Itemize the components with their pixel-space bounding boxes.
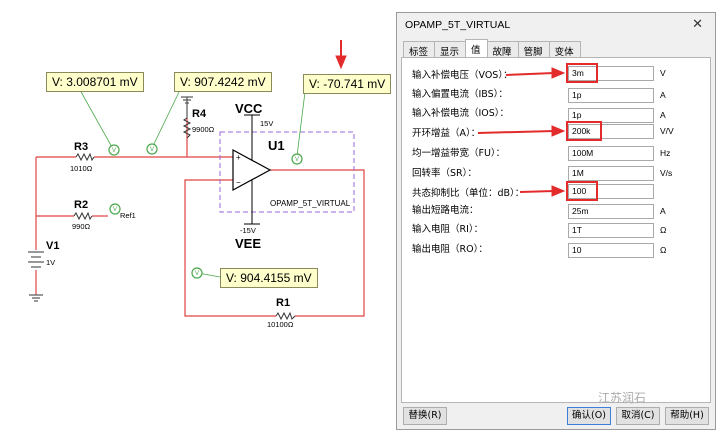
tab-label[interactable]: 标签: [403, 41, 436, 58]
vcc-name: VCC: [235, 101, 263, 116]
highlight-box-vos: [566, 63, 598, 83]
param-label-ro: 输出电阻（RO）：: [412, 244, 488, 255]
r2-name: R2: [74, 199, 89, 211]
cancel-button[interactable]: 取消(C): [616, 407, 660, 425]
tab-strip: 标签 显示 值 故障 管脚 变体: [403, 39, 581, 58]
circuit-wires: + − V V V V V: [28, 40, 365, 321]
probe-reading-r4: V: 907.4242 mV: [174, 72, 272, 92]
svg-text:V: V: [295, 157, 299, 163]
param-label-vos: 输入补偿电压（VOS）：: [412, 70, 513, 81]
param-label-sr: 回转率（SR）：: [412, 168, 477, 179]
svg-text:V: V: [150, 147, 154, 153]
param-unit-fu: Hz: [660, 148, 671, 158]
param-unit-ios: A: [660, 110, 666, 120]
u1-name: U1: [268, 138, 285, 153]
r3-value: 1010Ω: [70, 164, 93, 173]
value-tab-panel: 输入补偿电压（VOS）： 3m V 输入偏置电流（IBS）： 1p A 输入补偿…: [401, 57, 711, 403]
probe-reading-output: V: -70.741 mV: [303, 74, 392, 94]
tab-fault[interactable]: 故障: [486, 41, 519, 58]
replace-button[interactable]: 替换(R): [403, 407, 447, 425]
schematic-canvas[interactable]: + − V V V V V V: 3.008701 mV V: 907.4242 mV…: [0, 0, 395, 432]
svg-text:V: V: [113, 207, 117, 213]
dialog-title: OPAMP_5T_VIRTUAL: [405, 19, 511, 31]
annotation-arrows: [477, 67, 566, 197]
ok-button[interactable]: 确认(O): [567, 407, 611, 425]
param-field-ios[interactable]: 1p: [568, 108, 654, 123]
v1-value: 1V: [46, 258, 56, 267]
param-field-vos[interactable]: 3m: [568, 66, 654, 81]
u1-part-name: OPAMP_5T_VIRTUAL: [270, 199, 351, 208]
param-unit-short-circuit: A: [660, 206, 666, 216]
highlight-box-gain: [566, 121, 602, 141]
param-unit-vos: V: [660, 68, 666, 78]
param-unit-sr: V/s: [660, 168, 673, 178]
vcc-value: 15V: [260, 119, 274, 128]
param-label-gain: 开环增益（A）：: [412, 128, 481, 139]
param-field-sr[interactable]: 1M: [568, 166, 654, 181]
param-field-ri[interactable]: 1T: [568, 223, 654, 238]
r4-name: R4: [192, 108, 207, 120]
param-field-cmrr[interactable]: 100: [568, 184, 654, 199]
param-field-gain[interactable]: 200k: [568, 124, 654, 139]
param-label-short-circuit: 输出短路电流：: [412, 205, 479, 216]
param-label-ri: 输入电阻（RI）：: [412, 224, 484, 235]
r4-value: 9900Ω: [192, 125, 215, 134]
help-button[interactable]: 帮助(H): [665, 407, 709, 425]
param-field-ro[interactable]: 10: [568, 243, 654, 258]
param-unit-gain: V/V: [660, 126, 674, 136]
r2-value: 990Ω: [72, 222, 91, 231]
param-field-ibs[interactable]: 1p: [568, 88, 654, 103]
r3-name: R3: [74, 141, 89, 153]
svg-text:V: V: [112, 148, 116, 154]
vee-value: -15V: [240, 226, 256, 235]
close-icon[interactable]: ✕: [692, 17, 703, 32]
tab-value[interactable]: 值: [465, 39, 488, 57]
tab-display[interactable]: 显示: [434, 41, 467, 58]
vee-name: VEE: [235, 236, 262, 251]
param-label-fu: 均一增益带宽（FU）：: [412, 148, 506, 159]
param-field-fu[interactable]: 100M: [568, 146, 654, 161]
param-unit-ri: Ω: [660, 225, 667, 235]
component-properties-dialog: OPAMP_5T_VIRTUAL ✕ 标签 显示 值 故障 管脚 变体 输入补偿…: [396, 12, 716, 430]
watermark-text: 江苏润石: [598, 391, 647, 405]
r1-name: R1: [276, 297, 291, 309]
highlight-box-cmrr: [566, 181, 598, 201]
svg-text:+: +: [236, 153, 241, 162]
ref1-label: Ref1: [120, 211, 136, 220]
param-label-ios: 输入补偿电流（IOS）：: [412, 108, 510, 119]
param-label-ibs: 输入偏置电流（IBS）：: [412, 89, 508, 100]
tab-variant[interactable]: 变体: [548, 41, 581, 58]
param-unit-ibs: A: [660, 90, 666, 100]
v1-name: V1: [46, 240, 60, 252]
param-label-cmrr: 共态抑制比（单位：dB）：: [412, 188, 525, 199]
tab-pins[interactable]: 管脚: [517, 41, 550, 58]
param-field-short-circuit[interactable]: 25m: [568, 204, 654, 219]
probe-reading-feedback: V: 904.4155 mV: [220, 268, 318, 288]
svg-text:V: V: [195, 271, 199, 277]
r1-value: 10100Ω: [267, 320, 294, 329]
param-unit-ro: Ω: [660, 245, 667, 255]
probe-reading-r3: V: 3.008701 mV: [46, 72, 144, 92]
svg-text:−: −: [236, 178, 241, 187]
